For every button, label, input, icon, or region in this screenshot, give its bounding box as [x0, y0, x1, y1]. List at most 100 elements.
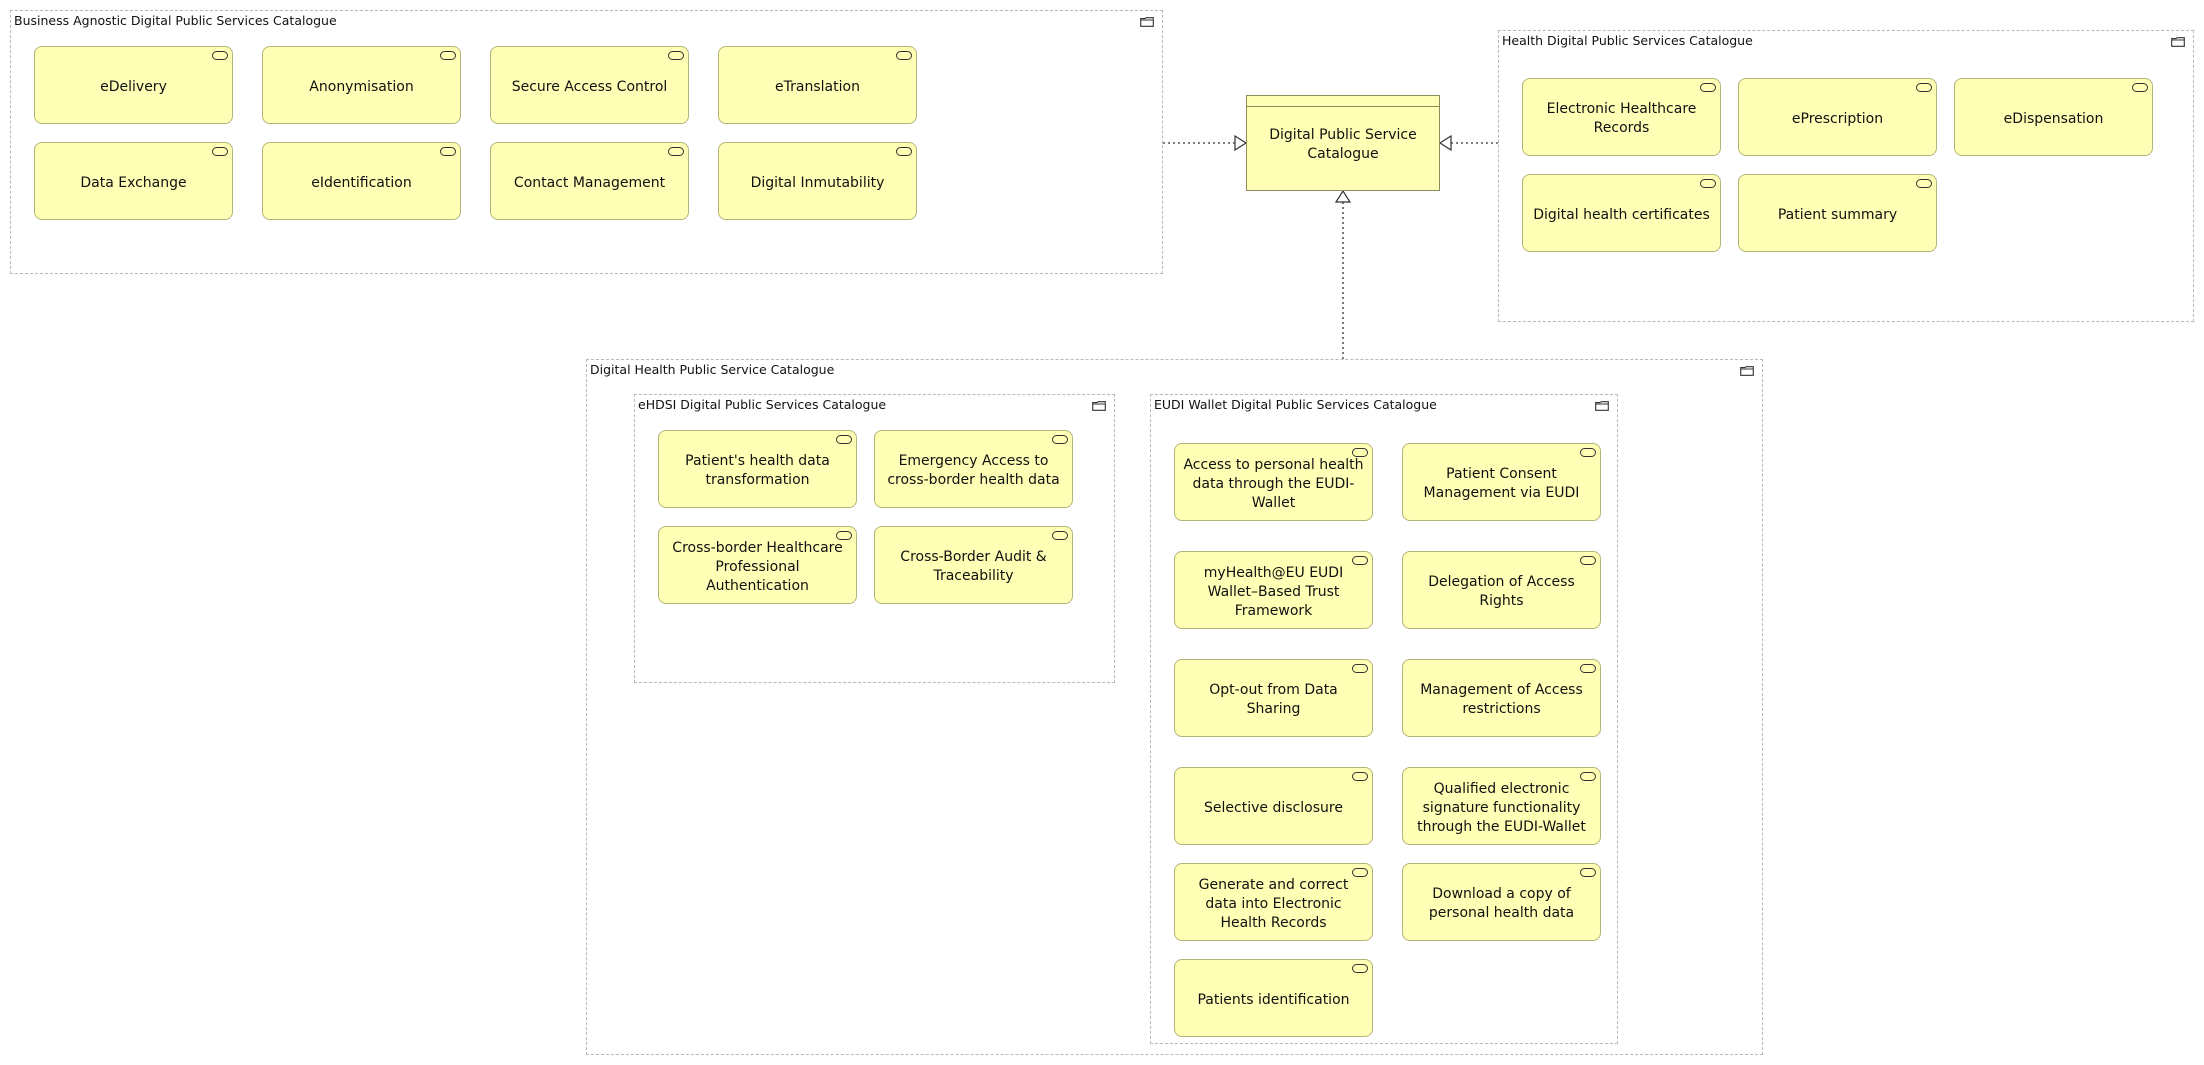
service-label: Download a copy of personal health data [1428, 886, 1575, 921]
business-service-node[interactable]: Download a copy of personal health data [1402, 863, 1601, 941]
business-service-icon [1352, 556, 1368, 565]
service-label: Selective disclosure [1204, 799, 1343, 816]
business-service-icon [1352, 664, 1368, 673]
central-header-bar [1247, 106, 1439, 107]
business-service-node[interactable]: Anonymisation [262, 46, 461, 124]
service-label: eTranslation [775, 78, 860, 95]
group-title: Digital Health Public Service Catalogue [590, 362, 835, 377]
business-service-node[interactable]: Digital health certificates [1522, 174, 1721, 252]
business-service-node[interactable]: Contact Management [490, 142, 689, 220]
digital-public-service-catalogue-node[interactable]: Digital Public Service Catalogue [1246, 95, 1440, 191]
business-service-node[interactable]: Generate and correct data into Electroni… [1174, 863, 1373, 941]
service-label: Qualified electronic signature functiona… [1417, 780, 1586, 835]
business-service-icon [1352, 772, 1368, 781]
business-service-icon [1580, 448, 1596, 457]
folder-icon [1092, 401, 1106, 411]
business-service-node[interactable]: Cross-border Healthcare Professional Aut… [658, 526, 857, 604]
business-service-node[interactable]: Patient's health data transformation [658, 430, 857, 508]
service-label: Cross-Border Audit & Traceability [900, 549, 1047, 584]
service-label: Secure Access Control [511, 78, 668, 95]
business-service-node[interactable]: myHealth@EU EUDI Wallet–Based Trust Fram… [1174, 551, 1373, 629]
business-service-icon [1580, 556, 1596, 565]
service-label: Patient's health data transformation [685, 453, 830, 488]
health-catalogue-group[interactable]: Health Digital Public Services Catalogue [1498, 30, 2194, 322]
service-label: Patients identification [1197, 991, 1350, 1008]
business-service-node[interactable]: Patient summary [1738, 174, 1937, 252]
business-service-icon [212, 51, 228, 60]
service-label: Digital health certificates [1533, 206, 1710, 223]
business-service-node[interactable]: Selective disclosure [1174, 767, 1373, 845]
service-label: Access to personal health data through t… [1183, 456, 1364, 511]
business-agnostic-catalogue-group[interactable]: Business Agnostic Digital Public Service… [10, 10, 1163, 274]
business-service-node[interactable]: Access to personal health data through t… [1174, 443, 1373, 521]
group-title: Health Digital Public Services Catalogue [1502, 33, 1753, 48]
group-title: Business Agnostic Digital Public Service… [14, 13, 337, 28]
business-service-icon [836, 531, 852, 540]
business-service-node[interactable]: Management of Access restrictions [1402, 659, 1601, 737]
business-service-icon [1352, 964, 1368, 973]
group-title: eHDSI Digital Public Services Catalogue [638, 397, 887, 412]
folder-icon [2171, 37, 2185, 47]
business-service-icon [1052, 435, 1068, 444]
service-label: Electronic Healthcare Records [1546, 101, 1697, 136]
service-label: Cross-border Healthcare Professional Aut… [672, 539, 843, 594]
service-label: Contact Management [513, 174, 666, 191]
business-service-node[interactable]: Digital Inmutability [718, 142, 917, 220]
business-service-icon [2132, 83, 2148, 92]
business-service-icon [440, 147, 456, 156]
folder-icon [1140, 17, 1154, 27]
service-label: Anonymisation [309, 78, 414, 95]
business-service-node[interactable]: Emergency Access to cross-border health … [874, 430, 1073, 508]
business-service-icon [212, 147, 228, 156]
service-label: Management of Access restrictions [1420, 682, 1583, 717]
business-service-icon [1352, 868, 1368, 877]
business-service-icon [668, 51, 684, 60]
digital-health-catalogue-group[interactable]: Digital Health Public Service Catalogue [586, 359, 1763, 1055]
service-label: eDispensation [2003, 110, 2104, 127]
business-service-node[interactable]: Patients identification [1174, 959, 1373, 1037]
business-service-node[interactable]: Data Exchange [34, 142, 233, 220]
ehdsi-catalogue-group[interactable]: eHDSI Digital Public Services Catalogue [634, 394, 1115, 683]
business-service-icon [896, 51, 912, 60]
business-service-node[interactable]: Patient Consent Management via EUDI [1402, 443, 1601, 521]
service-label: Opt-out from Data Sharing [1209, 682, 1338, 717]
business-service-node[interactable]: Qualified electronic signature functiona… [1402, 767, 1601, 845]
service-label: eIdentification [311, 174, 412, 191]
realization-connector-digital-health [1334, 189, 1352, 359]
business-service-icon [1700, 179, 1716, 188]
service-label: Emergency Access to cross-border health … [887, 453, 1060, 488]
business-service-node[interactable]: eDelivery [34, 46, 233, 124]
business-service-node[interactable]: Opt-out from Data Sharing [1174, 659, 1373, 737]
service-label: Patient summary [1777, 206, 1898, 223]
business-service-node[interactable]: Cross-Border Audit & Traceability [874, 526, 1073, 604]
service-label: Patient Consent Management via EUDI [1423, 466, 1580, 501]
service-label: myHealth@EU EUDI Wallet–Based Trust Fram… [1203, 564, 1344, 619]
service-label: ePrescription [1791, 110, 1884, 127]
business-service-icon [1580, 772, 1596, 781]
business-service-node[interactable]: Delegation of Access Rights [1402, 551, 1601, 629]
service-label: Generate and correct data into Electroni… [1198, 876, 1349, 931]
business-service-icon [1700, 83, 1716, 92]
group-title: EUDI Wallet Digital Public Services Cata… [1154, 397, 1437, 412]
business-service-node[interactable]: Secure Access Control [490, 46, 689, 124]
business-service-icon [1052, 531, 1068, 540]
folder-icon [1595, 401, 1609, 411]
business-service-icon [668, 147, 684, 156]
business-service-node[interactable]: eTranslation [718, 46, 917, 124]
eudi-wallet-catalogue-group[interactable]: EUDI Wallet Digital Public Services Cata… [1150, 394, 1618, 1044]
service-label: Digital Inmutability [750, 174, 885, 191]
business-service-node[interactable]: Electronic Healthcare Records [1522, 78, 1721, 156]
business-service-node[interactable]: eIdentification [262, 142, 461, 220]
business-service-icon [1580, 868, 1596, 877]
business-service-icon [440, 51, 456, 60]
central-label: Digital Public Service Catalogue [1269, 127, 1417, 162]
business-service-icon [896, 147, 912, 156]
business-service-icon [1580, 664, 1596, 673]
business-service-node[interactable]: ePrescription [1738, 78, 1937, 156]
business-service-node[interactable]: eDispensation [1954, 78, 2153, 156]
business-service-icon [1352, 448, 1368, 457]
service-label: Delegation of Access Rights [1428, 574, 1575, 609]
business-service-icon [1916, 83, 1932, 92]
folder-icon [1740, 366, 1754, 376]
